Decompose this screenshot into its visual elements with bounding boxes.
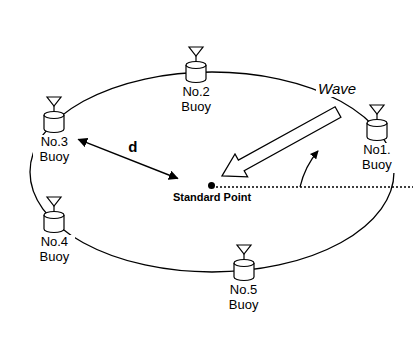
point-label: Standard Point [172, 191, 252, 203]
wave-arrow [222, 107, 341, 177]
reference-line [212, 186, 413, 188]
buoy-icon [42, 95, 66, 135]
angle-arrow [300, 151, 318, 187]
distance-label: d [126, 138, 139, 155]
wave-label: Wave [316, 80, 358, 97]
buoy: No.5 Buoy [223, 243, 265, 313]
buoy: No1. Buoy [356, 103, 398, 173]
buoy: No.4 Buoy [33, 195, 75, 265]
buoy-icon [184, 45, 208, 85]
point-dot [208, 182, 215, 189]
buoy: No.2 Buoy [175, 45, 217, 115]
buoy-label: No.3 Buoy [33, 135, 75, 165]
buoy-icon [232, 243, 256, 283]
buoy-label: No1. Buoy [356, 143, 398, 173]
reference-point: Standard Point [172, 182, 252, 203]
buoy-icon [42, 195, 66, 235]
buoy-label: No.2 Buoy [175, 85, 217, 115]
buoy-label: No.4 Buoy [33, 235, 75, 265]
buoy: No.3 Buoy [33, 95, 75, 165]
buoy-icon [365, 103, 389, 143]
buoy-circle [30, 72, 394, 272]
buoy-label: No.5 Buoy [223, 283, 265, 313]
